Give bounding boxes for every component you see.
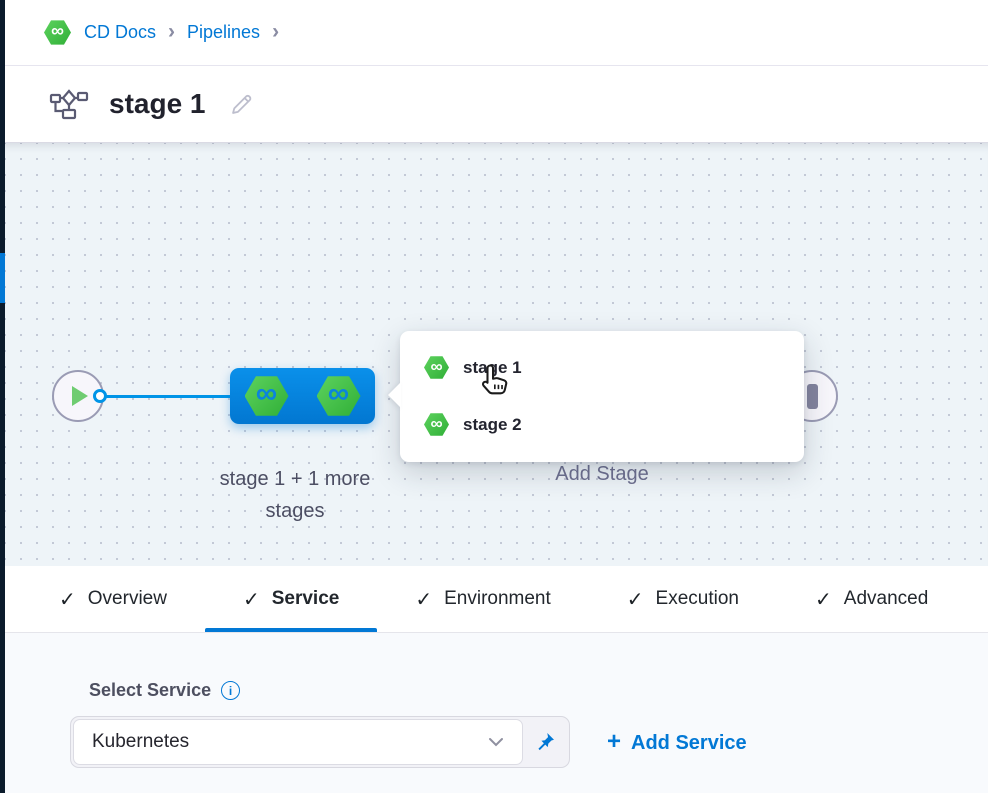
stage-group-node[interactable]: ∞ ∞ [230,368,375,424]
service-select-value: Kubernetes [92,731,190,752]
play-icon [72,386,88,406]
pipeline-edge [104,394,234,398]
check-icon: ✓ [242,588,260,611]
tab-execution[interactable]: ✓ Execution [626,588,739,611]
stage-group-label: stage 1 + 1 more stages [219,468,371,522]
check-icon: ✓ [626,588,644,611]
plus-icon: + [607,728,622,755]
service-select-input[interactable]: Kubernetes [73,719,523,765]
tab-overview[interactable]: ✓ Overview [59,588,167,611]
tab-advanced[interactable]: ✓ Advanced [815,588,929,611]
nav-rail-active-indicator [0,253,5,303]
breadcrumb-bar: ∞ CD Docs › Pipelines › [5,0,988,66]
add-service-button[interactable]: + Add Service [607,728,747,755]
tab-service[interactable]: ✓ Service [204,566,378,632]
stage-hexagon-icon: ∞ [424,413,449,436]
pin-service-button[interactable] [523,719,567,765]
breadcrumb-link-pipelines[interactable]: Pipelines [187,22,261,42]
hand-cursor-icon [482,364,508,395]
check-icon: ✓ [415,588,433,611]
left-nav-rail[interactable] [0,0,5,793]
page-title: stage 1 [109,88,206,119]
edit-pencil-icon[interactable] [228,91,255,118]
stop-bar-icon [806,383,818,409]
tab-environment[interactable]: ✓ Environment [415,588,551,611]
stage-list-popover: ∞ stage 1 ∞ stage 2 [388,331,804,462]
check-icon: ✓ [815,588,832,611]
add-stage-label[interactable]: Add Stage [555,463,649,485]
chevron-right-icon: › [272,19,280,43]
pipeline-canvas[interactable]: ∞ ∞ stage 1 + 1 more stages Add Stage ∞ … [5,143,988,566]
chevron-right-icon: › [168,19,176,43]
stage-hexagon-icon: ∞ [316,376,361,416]
service-select-group: Kubernetes [70,716,570,768]
stage-tabs: ✓ Overview ✓ Service ✓ Environment ✓ Exe… [5,566,988,633]
harness-logo-icon: ∞ [44,20,71,45]
pushpin-icon [538,733,554,751]
pipeline-title-bar: stage 1 [5,66,988,143]
breadcrumb-link-project[interactable]: CD Docs [84,22,157,42]
popover-caret [388,382,401,408]
pipeline-icon [49,89,89,120]
popover-item-stage-1[interactable]: ∞ stage 1 [424,355,522,380]
info-icon[interactable]: i [221,681,241,700]
service-tab-panel: Select Service i Kubernetes + Add Servic… [5,633,988,793]
chevron-down-icon [489,738,503,747]
select-service-label: Select Service i [89,680,241,701]
popover-item-stage-2[interactable]: ∞ stage 2 [424,412,522,437]
breadcrumb: ∞ CD Docs › Pipelines › [44,19,281,46]
stage-hexagon-icon: ∞ [244,376,289,416]
stage-hexagon-icon: ∞ [424,356,449,379]
check-icon: ✓ [59,588,76,611]
edge-port-dot [93,389,107,403]
